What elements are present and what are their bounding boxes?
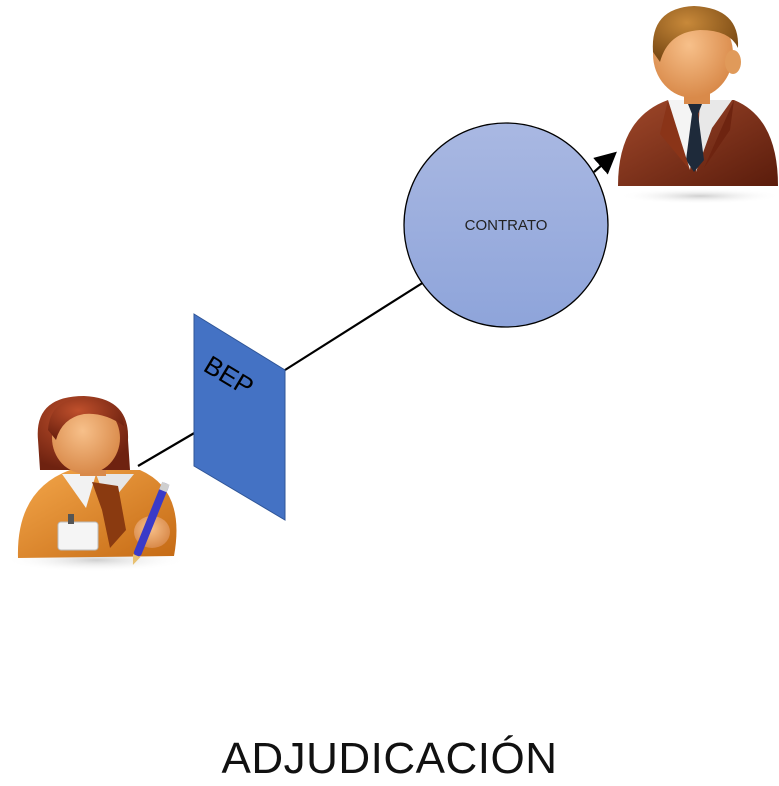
connector-woman-to-bep	[137, 431, 197, 467]
arrow-contract-to-businessman	[593, 151, 617, 175]
contract-node: CONTRATO	[403, 122, 609, 328]
woman-writer-icon	[4, 396, 188, 572]
diagram-caption: ADJUDICACIÓN	[221, 734, 558, 783]
contract-label: CONTRATO	[465, 217, 548, 234]
connector-bep-to-contract	[284, 281, 425, 371]
bep-node: BEP	[193, 313, 286, 521]
businessman-icon	[618, 6, 779, 204]
